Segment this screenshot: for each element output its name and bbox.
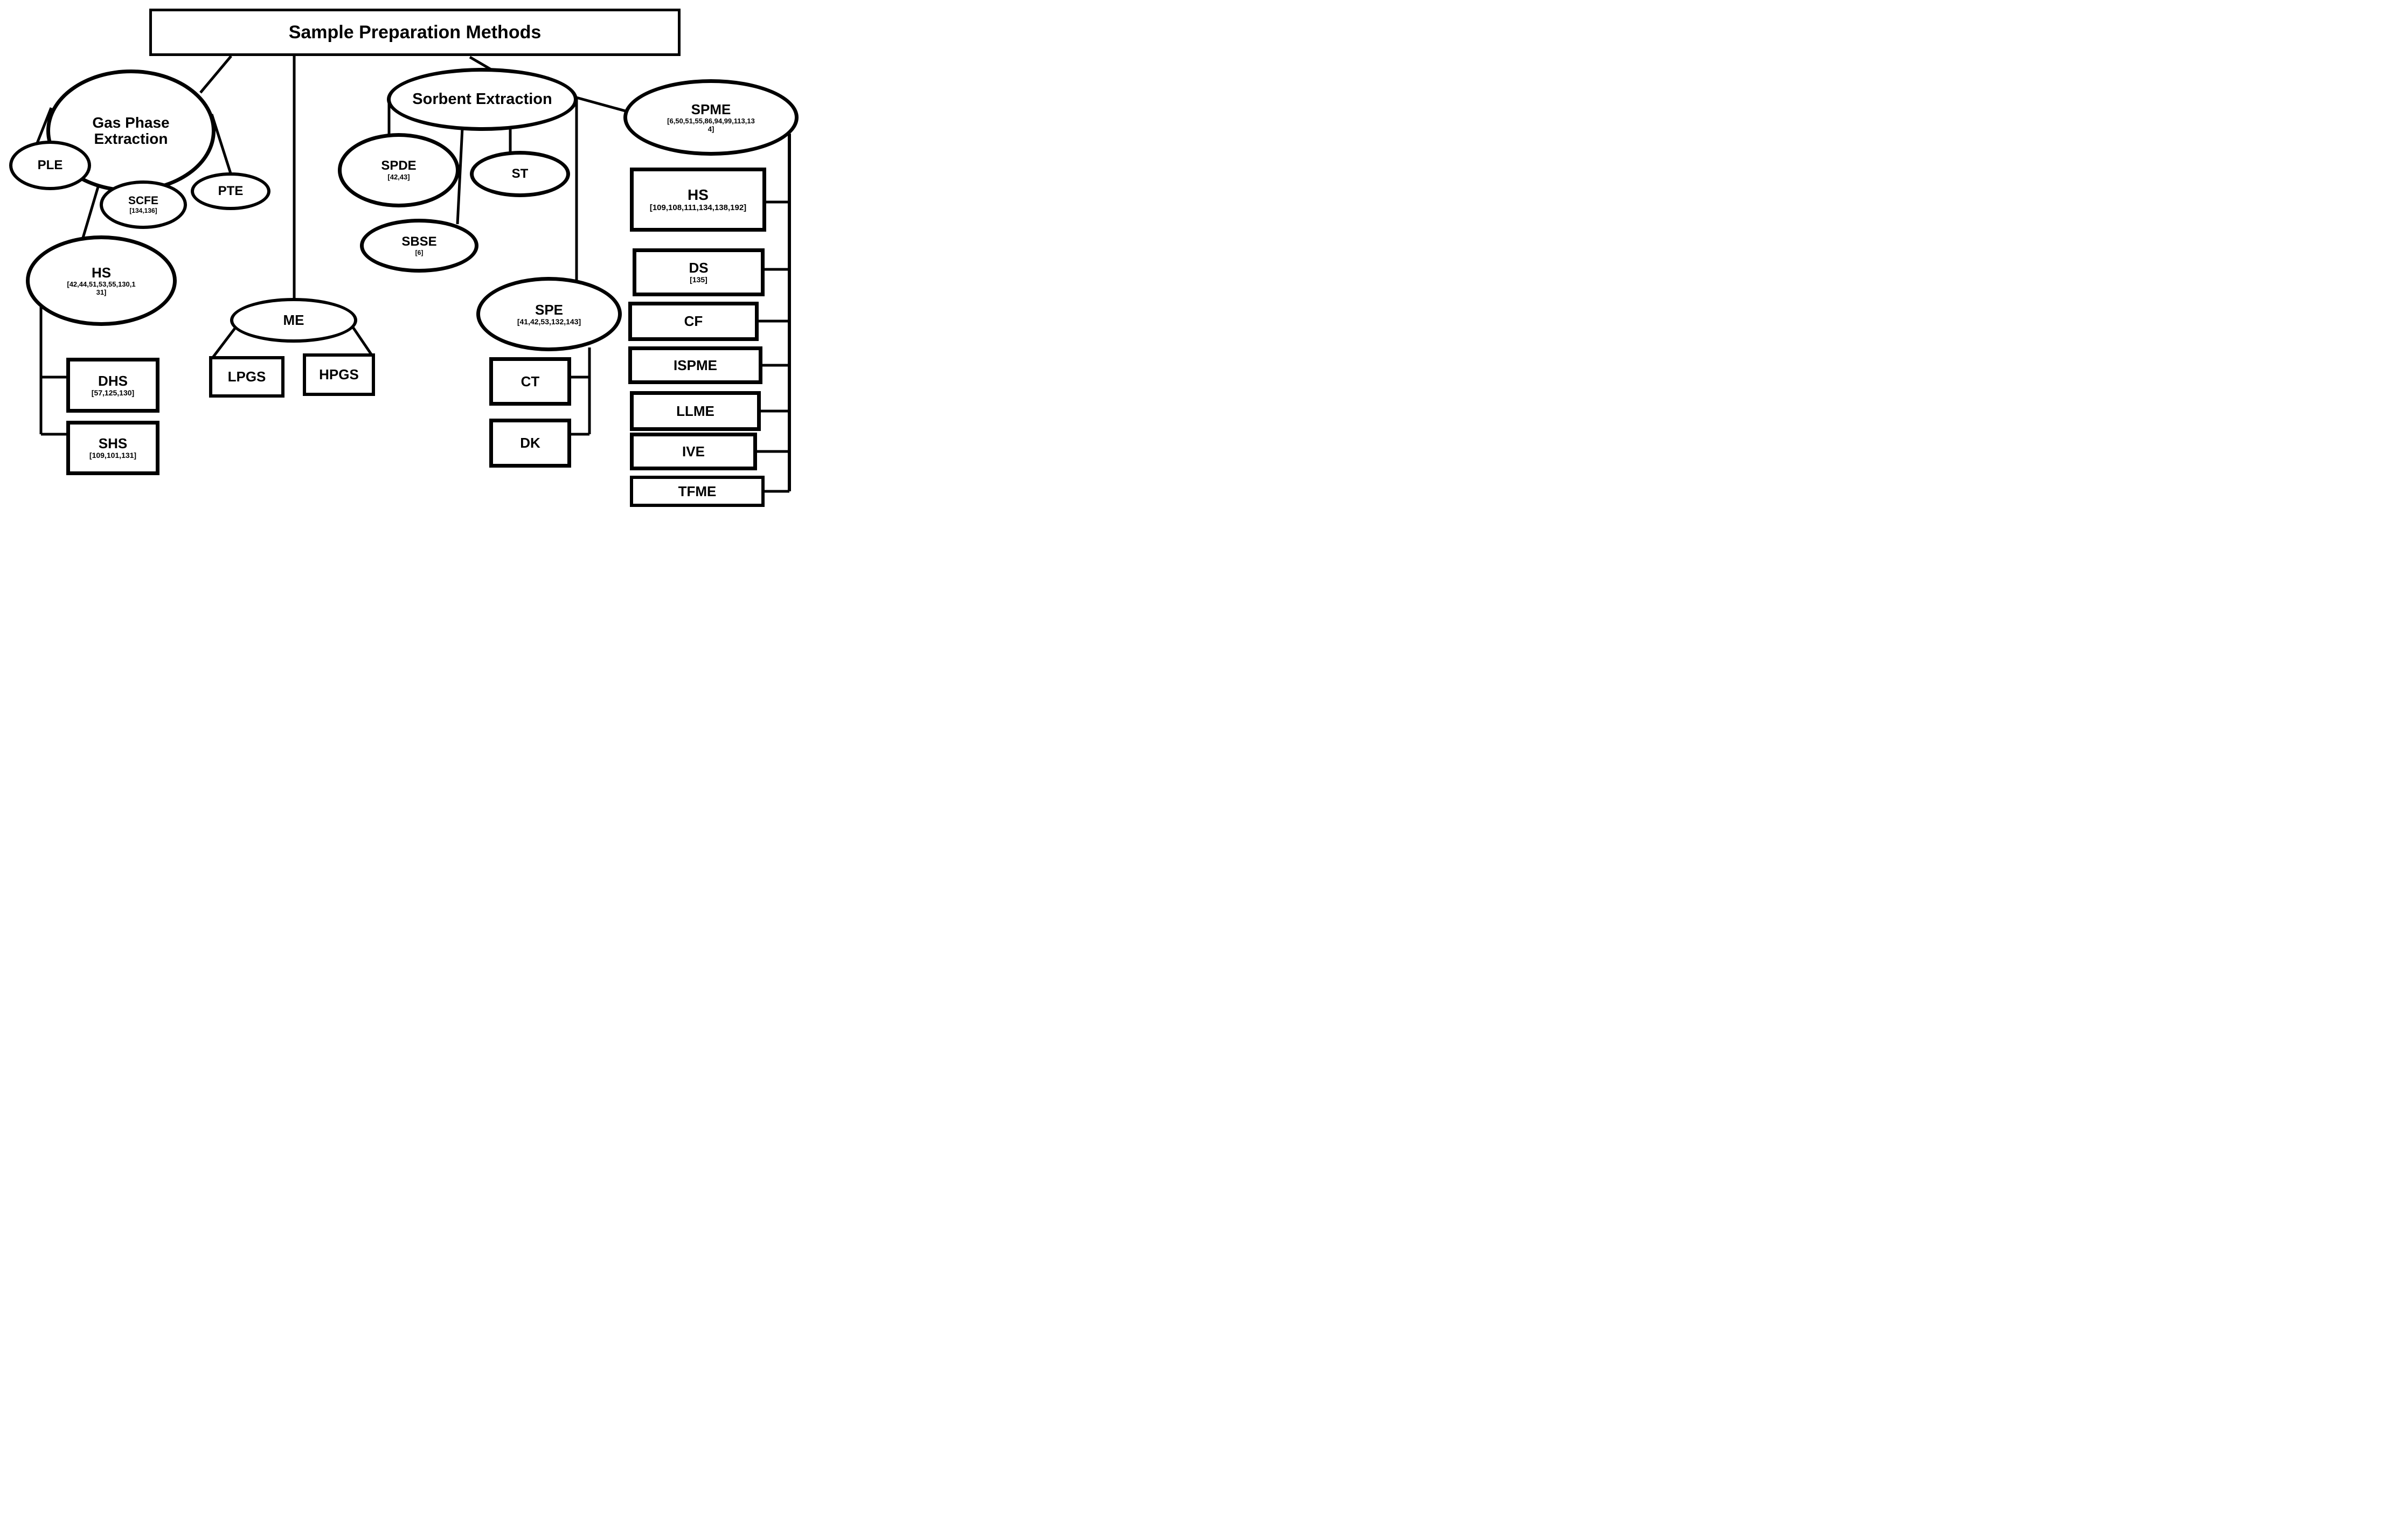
hs-left-citations: [42,44,51,53,55,130,1 31] xyxy=(67,280,136,296)
node-hs-left: HS[42,44,51,53,55,130,1 31] xyxy=(26,235,177,326)
connector-me-to-lpgs xyxy=(211,326,237,360)
spme-citations: [6,50,51,55,86,94,99,113,13 4] xyxy=(667,117,755,133)
node-spde: SPDE[42,43] xyxy=(338,133,460,207)
node-sorbent-extraction: Sorbent Extraction xyxy=(387,68,578,131)
node-hpgs: HPGS xyxy=(303,353,375,396)
node-cf: CF xyxy=(628,302,759,341)
node-spme: SPME[6,50,51,55,86,94,99,113,13 4] xyxy=(623,79,799,156)
tfme-label: TFME xyxy=(678,483,717,499)
node-st: ST xyxy=(470,151,570,197)
ds-label: DS xyxy=(689,260,709,276)
st-label: ST xyxy=(511,166,529,182)
node-sbse: SBSE[6] xyxy=(360,219,478,273)
gas-phase-extraction-label: Gas Phase Extraction xyxy=(92,114,170,147)
connector-title-to-gas-phase-extraction xyxy=(199,55,232,94)
ds-citations: [135] xyxy=(690,275,707,284)
ive-label: IVE xyxy=(682,443,705,460)
node-ple: PLE xyxy=(9,141,91,190)
spe-citations: [41,42,53,132,143] xyxy=(517,317,581,326)
dhs-citations: [57,125,130] xyxy=(91,388,135,397)
connector-me-to-hpgs xyxy=(351,325,374,358)
scfe-label: SCFE xyxy=(128,194,158,207)
connector-sorbent-to-spme xyxy=(574,95,630,114)
sorbent-extraction-label: Sorbent Extraction xyxy=(412,90,552,108)
hs-right-citations: [109,108,111,134,138,192] xyxy=(649,203,747,212)
node-scfe: SCFE[134,136] xyxy=(100,180,187,229)
scfe-citations: [134,136] xyxy=(129,207,157,215)
spde-label: SPDE xyxy=(381,158,417,173)
sbse-label: SBSE xyxy=(401,234,437,249)
page-title: Sample Preparation Methods xyxy=(288,22,542,43)
node-ct: CT xyxy=(489,357,571,406)
node-pte: PTE xyxy=(191,172,270,210)
node-ds: DS[135] xyxy=(633,248,765,296)
node-hs-right: HS[109,108,111,134,138,192] xyxy=(630,168,766,232)
node-me: ME xyxy=(230,298,357,343)
hs-right-label: HS xyxy=(688,186,709,203)
connector-gpe-to-ple xyxy=(35,107,53,145)
dhs-label: DHS xyxy=(98,372,128,389)
llme-label: LLME xyxy=(676,402,714,419)
node-dk: DK xyxy=(489,419,571,468)
node-llme: LLME xyxy=(630,391,761,431)
ct-label: CT xyxy=(521,373,540,390)
spe-label: SPE xyxy=(535,301,564,318)
hpgs-label: HPGS xyxy=(319,366,359,383)
cf-label: CF xyxy=(684,313,703,330)
title-box: Sample Preparation Methods xyxy=(149,9,681,56)
spme-label: SPME xyxy=(691,101,731,118)
ple-label: PLE xyxy=(37,158,63,173)
dk-label: DK xyxy=(520,435,540,451)
sbse-citations: [6] xyxy=(415,248,424,256)
node-spe: SPE[41,42,53,132,143] xyxy=(476,277,622,351)
shs-label: SHS xyxy=(98,435,128,452)
spde-citations: [42,43] xyxy=(387,173,410,182)
node-ive: IVE xyxy=(630,433,757,470)
me-label: ME xyxy=(283,312,304,329)
pte-label: PTE xyxy=(218,184,244,199)
node-tfme: TFME xyxy=(630,476,765,507)
shs-citations: [109,101,131] xyxy=(89,451,137,460)
node-lpgs: LPGS xyxy=(209,356,284,398)
node-shs: SHS[109,101,131] xyxy=(66,421,159,475)
node-dhs: DHS[57,125,130] xyxy=(66,358,159,413)
connector-sorbent-to-sbse xyxy=(456,128,464,225)
lpgs-label: LPGS xyxy=(227,368,266,385)
hs-left-label: HS xyxy=(91,265,112,281)
ispme-label: ISPME xyxy=(674,357,717,373)
node-ispme: ISPME xyxy=(628,346,762,384)
